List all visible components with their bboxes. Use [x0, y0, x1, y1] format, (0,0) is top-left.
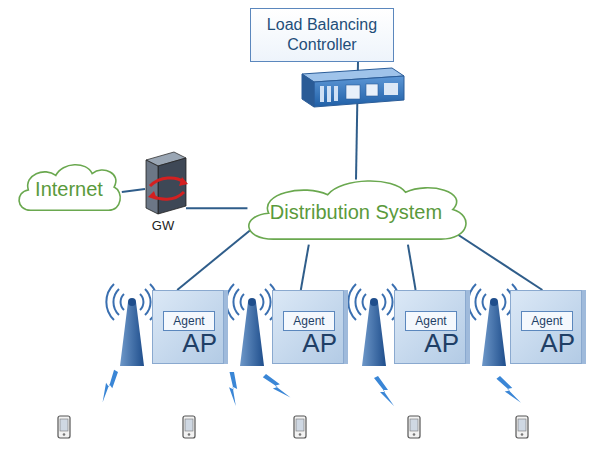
link-line — [408, 245, 416, 290]
agent-box: Agent — [405, 311, 457, 331]
internet-cloud-label: Internet — [35, 178, 103, 201]
access-point: APAgent — [152, 290, 224, 364]
gateway-server — [146, 152, 188, 214]
link-line — [301, 245, 309, 290]
access-point: APAgent — [394, 290, 466, 364]
ap-label: AP — [182, 328, 217, 359]
link-line — [450, 230, 542, 290]
agent-box-label: Agent — [415, 314, 446, 328]
agent-box-label: Agent — [293, 314, 324, 328]
agent-box-label: Agent — [531, 314, 562, 328]
ap-label: AP — [424, 328, 459, 359]
controller-box: Load Balancing Controller — [250, 8, 394, 62]
internet-cloud: Internet — [14, 160, 124, 218]
gateway-node: GW — [138, 145, 188, 233]
controller-server — [302, 68, 404, 107]
access-point: APAgent — [272, 290, 344, 364]
ap-label: AP — [540, 328, 575, 359]
link-line — [122, 189, 145, 192]
link-line — [186, 207, 247, 209]
access-point: APAgent — [510, 290, 582, 364]
gateway-node-label: GW — [152, 218, 174, 233]
cloud-shape — [19, 165, 120, 211]
controller-box-label: Load Balancing Controller — [251, 15, 393, 55]
link-line — [177, 221, 261, 290]
ap-label: AP — [302, 328, 337, 359]
agent-box: Agent — [163, 311, 215, 331]
cloud-shape — [249, 181, 466, 239]
distribution-cloud-label: Distribution System — [270, 201, 442, 224]
agent-box-label: Agent — [173, 314, 204, 328]
distribution-cloud: Distribution System — [238, 175, 474, 249]
agent-box: Agent — [283, 311, 335, 331]
agent-box: Agent — [521, 311, 573, 331]
